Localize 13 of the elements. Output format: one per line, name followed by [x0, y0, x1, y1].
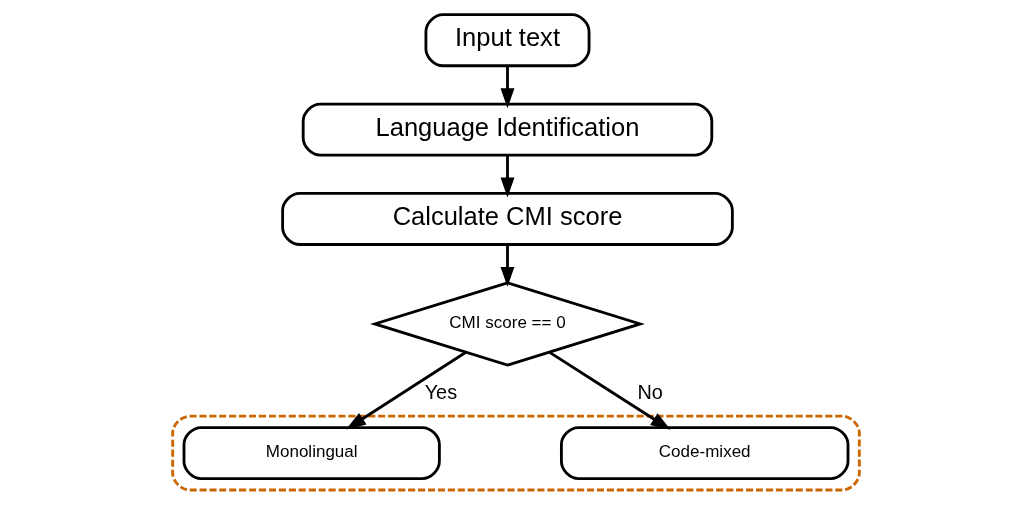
node-box: Code-mixed: [559, 425, 849, 480]
edge-label: Yes: [424, 380, 457, 403]
node-diamond: CMI score == 0: [369, 280, 645, 367]
node-box: Calculate CMI score: [280, 191, 734, 246]
node-box: Monolingual: [182, 425, 441, 480]
arrow: [500, 65, 514, 108]
edge-label: No: [636, 380, 663, 403]
arrow: [500, 244, 514, 287]
arrow: [345, 350, 466, 430]
arrow: [548, 350, 671, 430]
node-box: Language Identification: [301, 102, 713, 157]
node-box: Input text: [424, 12, 590, 67]
arrow: [500, 155, 514, 198]
